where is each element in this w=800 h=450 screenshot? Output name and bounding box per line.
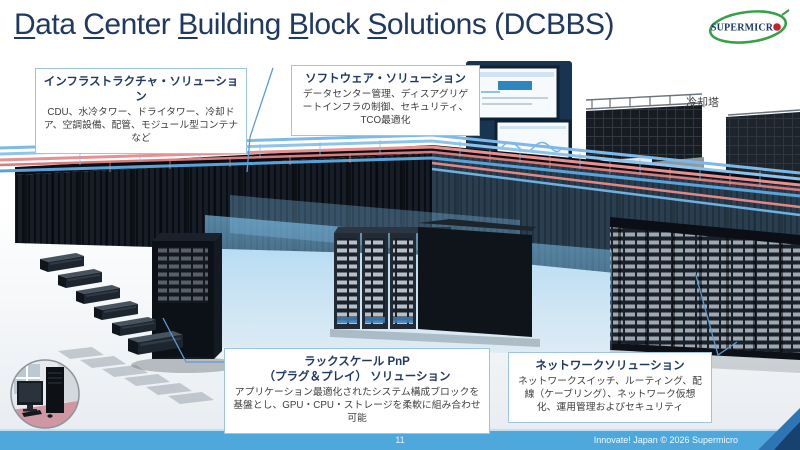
- title-seg: ata: [35, 8, 84, 41]
- callout-network-body: ネットワークスイッチ、ルーティング、配線（ケーブリング）、ネットワーク仮想化、運…: [518, 375, 702, 413]
- callout-connectors: [162, 67, 738, 363]
- title-seg: lock: [308, 8, 368, 41]
- title-seg: B: [288, 8, 309, 41]
- footer-credit: Innovate! Japan © 2026 Supermicro: [593, 435, 738, 445]
- callout-software-body: データセンター管理、ディスアグリゲートインフラの制御、セキュリティ、TCO最適化: [302, 88, 469, 126]
- title-seg: enter: [104, 8, 179, 41]
- page-number: 11: [395, 435, 405, 445]
- title-seg: uilding: [197, 8, 289, 41]
- page-title: Data Center Building Block Solutions (DC…: [14, 8, 615, 42]
- workstation-photo: [10, 359, 80, 429]
- server-rack-row-front: [610, 217, 800, 373]
- title-seg: olutions (DCBBS): [386, 8, 615, 41]
- callout-rack-pnp-body: アプリケーション最適化されたシステム構成ブロックを基盤とし、GPU・CPU・スト…: [233, 386, 481, 424]
- datacenter-scene: SUPERMICRO: [0, 61, 800, 430]
- title-seg: B: [178, 8, 198, 41]
- callout-software-title: ソフトウェア・ソリューション: [305, 73, 466, 85]
- callout-infrastructure-title: インフラストラクチャ・ソリューション: [43, 76, 239, 103]
- callout-rack-pnp-title-line2: （プラグ＆プレイ） ソリューション: [263, 370, 451, 383]
- pnp-rack-group: [330, 219, 540, 347]
- supermicro-logo-icon: SUPERMICRO: [708, 9, 790, 44]
- callout-rack-pnp-title-line1: ラックスケール PnP: [304, 356, 410, 368]
- corner-swoosh-icon: [758, 408, 800, 450]
- callout-network-title: ネットワークソリューション: [535, 360, 685, 372]
- rack-cabinet-icon: [131, 233, 241, 373]
- logo-text: SUPERMICRO: [711, 23, 781, 34]
- callout-software: ソフトウェア・ソリューション データセンター管理、ディスアグリゲートインフラの制…: [291, 65, 480, 136]
- callout-rack-pnp: ラックスケール PnP （プラグ＆プレイ） ソリューション アプリケーション最適…: [224, 348, 490, 434]
- title-seg: S: [367, 8, 387, 41]
- callout-infrastructure: インフラストラクチャ・ソリューション CDU、水冷タワー、ドライタワー、冷却ドア…: [35, 68, 247, 154]
- title-seg: D: [14, 8, 36, 41]
- title-seg: C: [83, 8, 105, 41]
- callout-network: ネットワークソリューション ネットワークスイッチ、ルーティング、配線（ケーブリン…: [508, 352, 712, 423]
- callout-infrastructure-body: CDU、水冷タワー、ドライタワー、冷却ドア、空調設備、配管、モジュール型コンテナ…: [43, 106, 239, 144]
- cooling-tower-label: 冷却塔: [686, 97, 719, 109]
